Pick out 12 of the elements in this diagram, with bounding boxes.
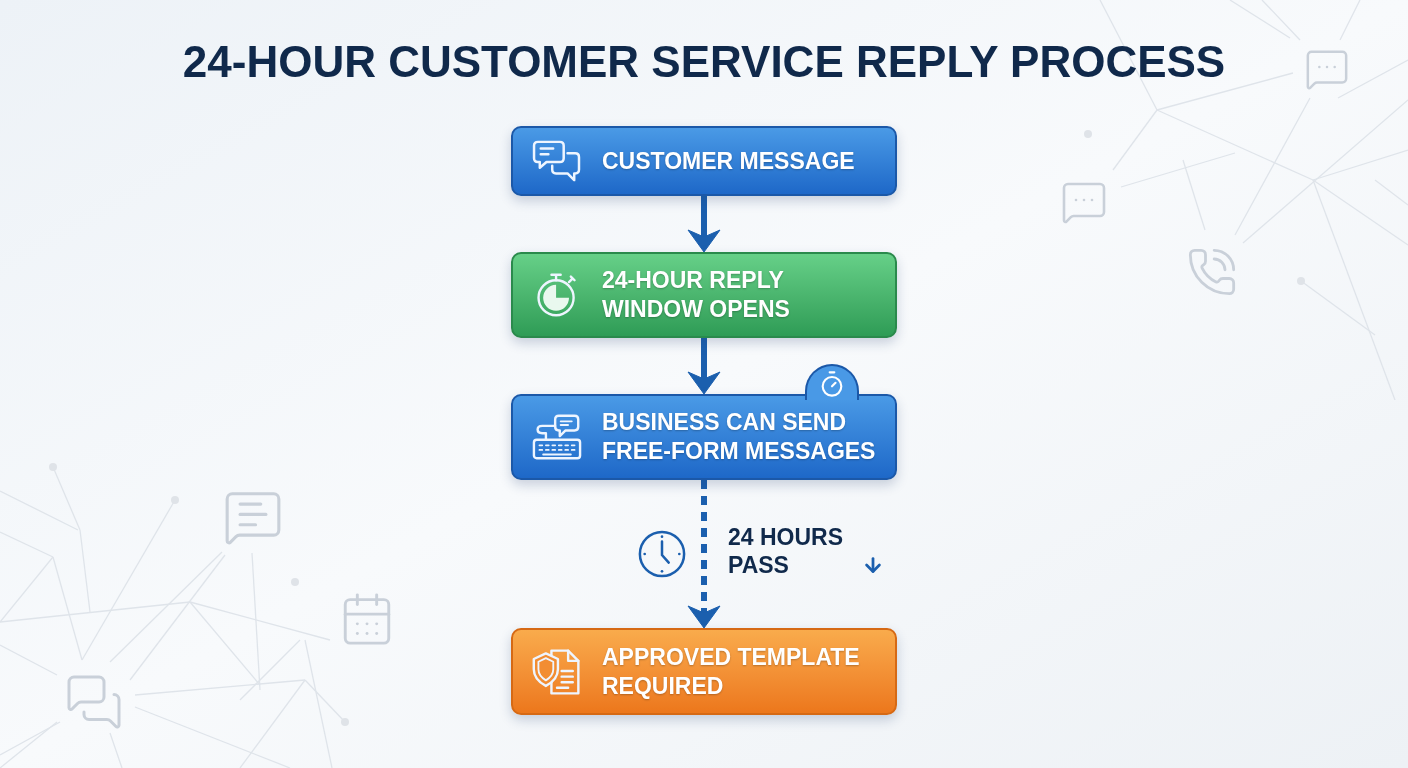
process-box	[511, 252, 897, 338]
arrow	[687, 338, 721, 395]
box-label: BUSINESS CAN SEND FREE-FORM MESSAGES	[602, 408, 877, 466]
diagram-title: 24-HOUR CUSTOMER SERVICE REPLY PROCESS	[182, 36, 1226, 88]
edge-label: 24 HOURS PASS	[728, 523, 845, 579]
process-box	[511, 126, 897, 196]
process-box	[511, 628, 897, 715]
box-label: 24-HOUR REPLY WINDOW OPENS	[602, 266, 791, 324]
box-label: APPROVED TEMPLATE REQUIRED	[602, 642, 861, 701]
box-label: CUSTOMER MESSAGE	[602, 146, 855, 176]
dashed-arrow	[687, 480, 721, 629]
arrow	[687, 196, 721, 253]
